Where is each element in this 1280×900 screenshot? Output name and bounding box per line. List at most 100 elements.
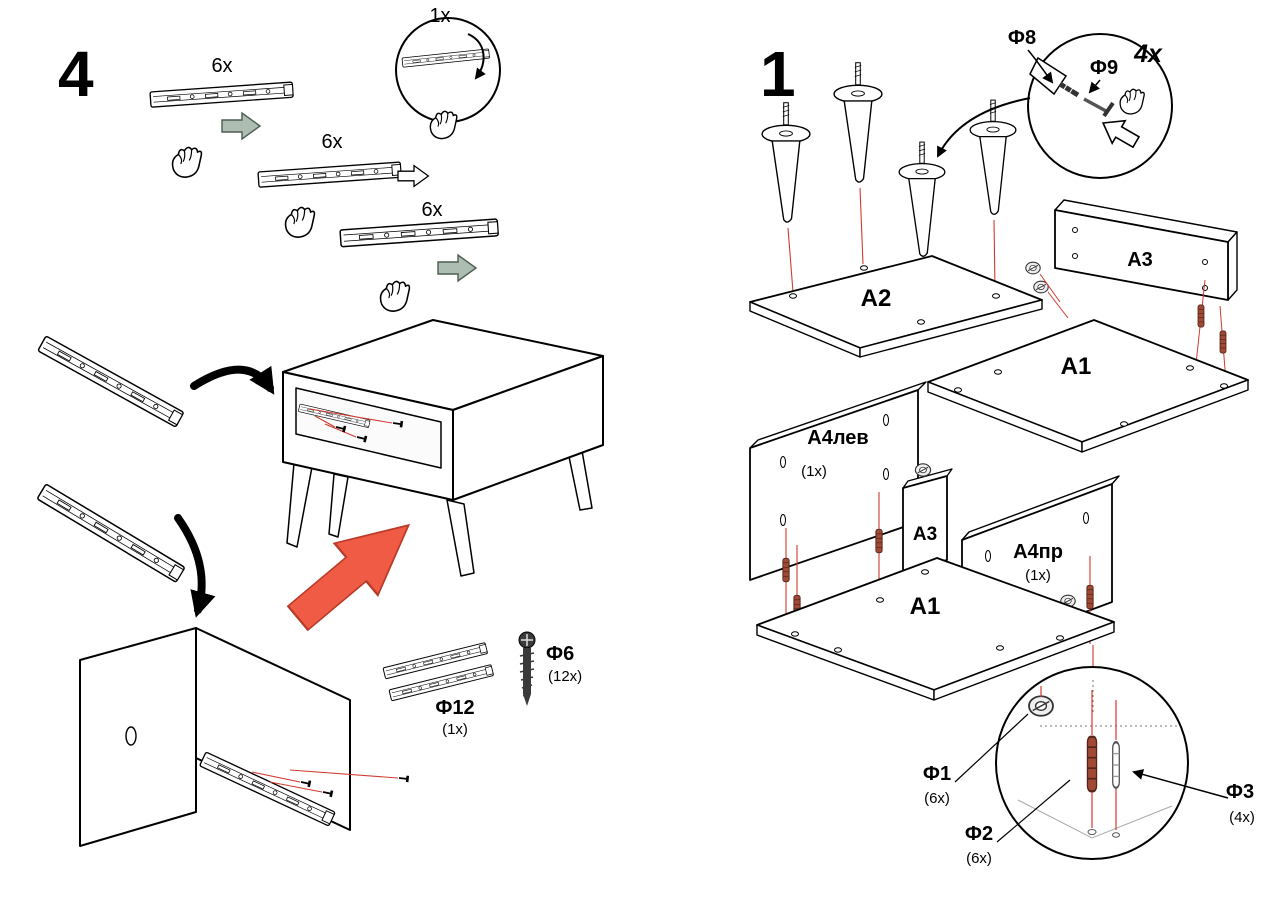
f2-leader-line xyxy=(996,779,1071,843)
drawer-drawing xyxy=(79,627,410,847)
panel-a1-bottom: A1 xyxy=(756,557,1115,701)
alignment-dotted-line xyxy=(1040,680,1178,727)
drawer-slide-rail-icon xyxy=(257,161,402,188)
screw-guide-line xyxy=(251,771,301,783)
bolt-dowel-icon xyxy=(875,528,883,554)
fitting-hole xyxy=(1202,259,1208,265)
cabinet-leg xyxy=(328,473,349,538)
f9-leader-arrow xyxy=(1088,79,1101,94)
fitting-guide-line xyxy=(1039,273,1061,303)
step1-panel: 1 Ф8 Ф9 4x xyxy=(749,27,1255,867)
f6-qty-label: (12x) xyxy=(548,668,582,685)
f1-qty-label: (6x) xyxy=(924,790,950,807)
f6-label: Ф6 xyxy=(546,643,574,665)
cabinet-drawing xyxy=(282,319,604,577)
panel-a1-top: A1 xyxy=(927,319,1249,453)
panel-edge-hint xyxy=(1017,799,1173,839)
dowel-hole xyxy=(876,597,884,603)
panel-a2-label: A2 xyxy=(861,285,892,312)
dowel-hole xyxy=(1186,365,1194,371)
detail-count-label: 1x xyxy=(429,5,450,27)
drawer-handle-hole xyxy=(125,726,137,746)
leg-stud-f8 xyxy=(1058,81,1080,98)
dowel-hole xyxy=(921,569,929,575)
drawer-slide-rail-icon xyxy=(339,218,500,248)
fitting-hole xyxy=(1072,253,1078,259)
screw-guide-line xyxy=(314,415,336,428)
screw-guide-line xyxy=(289,769,399,779)
rail3-count-label: 6x xyxy=(421,199,442,221)
dowel-hole xyxy=(1056,635,1064,641)
cam-lock-icon xyxy=(914,463,932,477)
drawer-slide-rail-icon xyxy=(149,81,294,108)
f9-label: Ф9 xyxy=(1090,57,1118,79)
screw-guide-line xyxy=(324,423,357,438)
insert-arrow-icon xyxy=(190,365,275,395)
push-arrow-icon xyxy=(221,112,261,140)
bolt-dowel-icon xyxy=(1197,304,1205,328)
rail1-count-label: 6x xyxy=(211,55,232,77)
panel-a3-top-label: A3 xyxy=(1127,249,1153,271)
drawer-slide-rail-icon xyxy=(401,48,490,68)
bolt-dowel-icon xyxy=(1086,584,1094,610)
fitting-hole xyxy=(1072,227,1078,233)
step1-number: 1 xyxy=(760,38,796,110)
panel-a1-bottom-label: A1 xyxy=(910,593,941,620)
dowel-hole xyxy=(1083,512,1089,524)
furniture-leg-icon xyxy=(898,141,946,257)
cam-lock-icon xyxy=(1028,695,1054,717)
screw-guide-line xyxy=(309,408,393,424)
screw-guide-line xyxy=(269,781,323,793)
panel-a3-mid: A3 xyxy=(902,468,953,573)
fitting-guide-lines xyxy=(1040,686,1117,830)
f12-qty-label: (1x) xyxy=(442,721,468,738)
dowel-hole xyxy=(791,631,799,637)
panel-a3-top: A3 xyxy=(1054,199,1238,301)
dowel-hole xyxy=(985,550,991,562)
rail2-count-label: 6x xyxy=(321,131,342,153)
dowel-hole xyxy=(883,468,889,480)
step4-number: 4 xyxy=(58,38,94,110)
dowel-hole xyxy=(917,319,925,325)
screw-f9 xyxy=(1083,97,1107,113)
panel-a4-right-qty: (1x) xyxy=(1025,567,1051,584)
fittings-detail-circle xyxy=(995,666,1189,860)
screw-f6-icon xyxy=(518,631,536,706)
dowel-hole xyxy=(834,647,842,653)
down-arrow-icon xyxy=(174,514,216,618)
panel-a4-right-label: А4пр xyxy=(1013,541,1063,563)
hand-icon xyxy=(284,206,316,238)
drawer-slide-rail-icon xyxy=(37,335,185,428)
furniture-leg-icon xyxy=(833,62,883,183)
panel-a4-left-label: А4лев xyxy=(807,427,868,449)
dowel-hole xyxy=(780,514,786,526)
dowel-hole xyxy=(883,414,889,426)
f2-qty-label: (6x) xyxy=(966,850,992,867)
drawer-front xyxy=(79,627,197,847)
panel-a3-mid-label: A3 xyxy=(913,524,937,545)
bolt-dowel-icon xyxy=(1219,330,1227,354)
f12-label: Ф12 xyxy=(435,697,474,719)
dowel-hole xyxy=(1112,832,1120,838)
dowel-hole xyxy=(789,293,797,299)
furniture-leg-icon xyxy=(761,102,811,223)
f1-label: Ф1 xyxy=(923,763,951,785)
bolt-dowel-icon xyxy=(782,557,790,583)
f2-label: Ф2 xyxy=(965,823,993,845)
detail-reference-arrow xyxy=(937,97,1031,158)
wood-dowel-f3-icon xyxy=(1111,741,1121,789)
rail-detail-circle xyxy=(395,17,501,123)
dowel-hole xyxy=(954,387,962,393)
hand-icon xyxy=(379,280,411,312)
dowel-hole xyxy=(1120,421,1128,427)
dowel-hole xyxy=(1220,383,1228,389)
step4-panel: 4 6x 1x 6x 6x xyxy=(36,5,604,847)
rotate-arrow-icon xyxy=(467,33,486,80)
push-arrow-icon xyxy=(397,164,430,188)
dowel-hole xyxy=(996,645,1004,651)
hand-icon xyxy=(429,110,458,140)
leg-qty-label: 4x xyxy=(1133,40,1163,68)
f3-leader-arrow xyxy=(1132,769,1229,799)
